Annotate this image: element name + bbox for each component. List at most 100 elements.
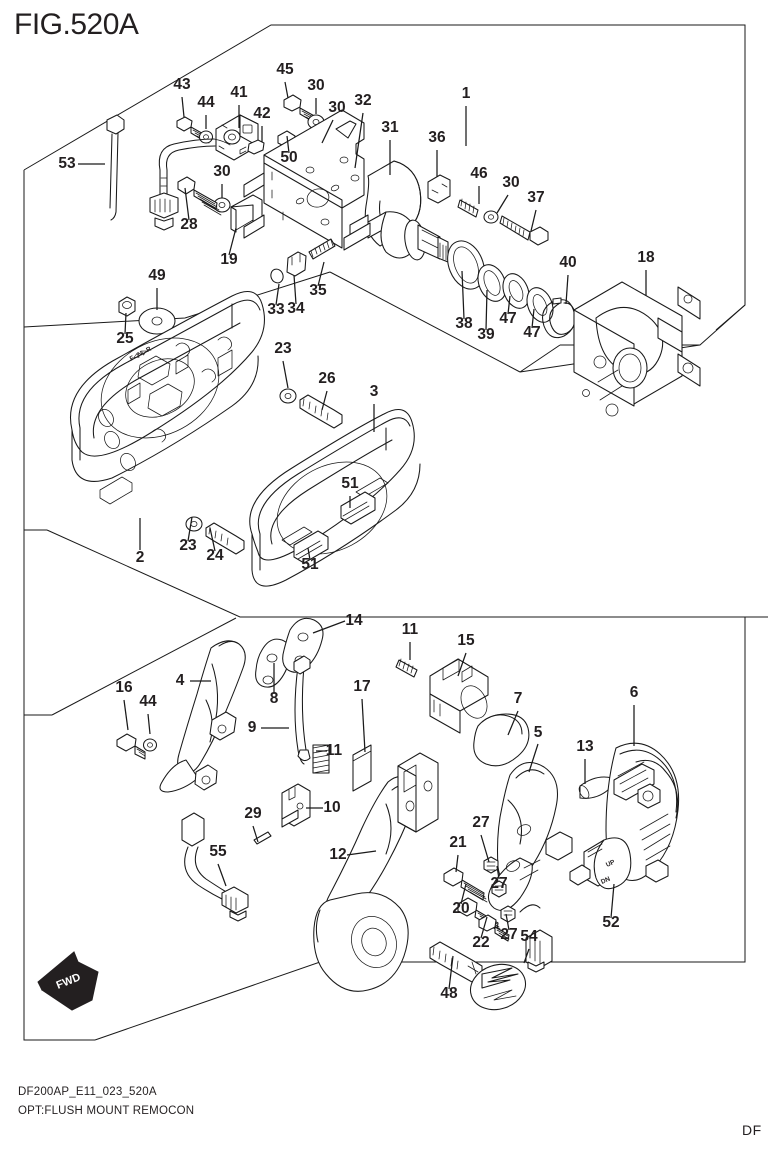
callout-51: 51 <box>341 475 359 508</box>
callout-number: 5 <box>534 724 543 741</box>
callout-leader-55 <box>217 863 227 887</box>
callout-leader-45 <box>284 81 289 99</box>
callout-number: 38 <box>455 315 473 332</box>
callout-14: 14 <box>312 612 363 634</box>
callout-number: 33 <box>267 301 285 318</box>
footer-code: DF200AP_E11_023_520A <box>18 1086 157 1098</box>
callout-49: 49 <box>148 267 166 310</box>
callout-number: 6 <box>630 684 639 701</box>
callout-21: 21 <box>449 834 467 873</box>
callout-number: 30 <box>502 174 519 191</box>
callout-42: 42 <box>253 105 271 142</box>
callout-leader-7 <box>507 710 519 736</box>
part-28-bolt <box>177 176 222 216</box>
callout-30d: 30 <box>496 174 520 214</box>
part-48-screw <box>429 941 483 983</box>
page-title: FIG.520A <box>14 8 139 41</box>
callout-18: 18 <box>637 249 655 296</box>
callout-number: 14 <box>345 612 363 629</box>
callout-12: 12 <box>329 846 377 863</box>
callout-number: 31 <box>381 119 399 136</box>
callout-number: 28 <box>180 216 198 233</box>
callout-44: 44 <box>197 94 215 129</box>
callout-number: 27 <box>472 814 489 831</box>
callout-number: 25 <box>116 330 134 347</box>
part-15-grip-housing <box>429 658 489 734</box>
part-11-spring-b <box>395 658 418 678</box>
callout-leader-26 <box>321 390 328 411</box>
callout-number: 23 <box>274 340 292 357</box>
callout-number: 3 <box>370 383 379 400</box>
callout-number: 27 <box>500 926 517 943</box>
part-10-bracket <box>281 783 311 828</box>
callout-47b: 47 <box>523 308 541 341</box>
callout-number: 48 <box>440 985 458 1002</box>
callout-leader-52 <box>610 883 615 919</box>
callout-25: 25 <box>116 312 134 347</box>
part-12-handle-body <box>313 752 439 992</box>
callout-number: 16 <box>115 679 133 696</box>
callout-number: 32 <box>354 92 371 109</box>
callout-27b: 27 <box>490 865 508 892</box>
footer-description: OPT:FLUSH MOUNT REMOCON <box>18 1105 195 1117</box>
part-16-bolt <box>116 733 146 760</box>
callout-24: 24 <box>206 527 224 564</box>
callout-leader-24 <box>209 527 216 552</box>
callout-number: 36 <box>428 129 446 146</box>
part-8-cam-plate <box>255 638 291 688</box>
callout-number: 29 <box>244 805 262 822</box>
part-35-spring <box>308 238 336 260</box>
callout-34: 34 <box>287 274 305 317</box>
callout-15: 15 <box>457 632 475 677</box>
trim-up-label: UP <box>605 858 617 868</box>
callout-2: 2 <box>136 518 144 566</box>
callout-47: 47 <box>499 295 517 327</box>
callout-number: 51 <box>301 556 319 573</box>
callout-41: 41 <box>230 84 248 128</box>
section-2-housings: F◁N▷R <box>70 290 421 587</box>
callout-leader-28 <box>184 187 190 221</box>
callout-number: 4 <box>176 672 185 689</box>
callout-20: 20 <box>452 883 470 917</box>
part-25-nut <box>118 296 136 317</box>
callout-number: 30 <box>307 77 324 94</box>
callout-5: 5 <box>528 724 543 773</box>
callout-number: 35 <box>309 282 327 299</box>
callout-3: 3 <box>370 383 379 432</box>
callout-32: 32 <box>354 92 372 169</box>
callout-number: 45 <box>276 61 294 78</box>
callout-52: 52 <box>602 883 620 931</box>
callout-number: 10 <box>323 799 340 816</box>
callout-leader-5 <box>528 743 539 773</box>
callout-number: 9 <box>248 719 257 736</box>
callout-46: 46 <box>470 165 488 204</box>
callout-leader-38 <box>461 270 465 320</box>
callout-51b: 51 <box>301 547 319 573</box>
callout-number: 13 <box>576 738 594 755</box>
callout-53: 53 <box>58 155 105 172</box>
part-31-shift-drum <box>343 160 449 263</box>
callout-number: 47 <box>499 310 516 327</box>
callout-36: 36 <box>428 129 446 177</box>
callout-leader-20 <box>460 883 467 905</box>
callout-30c: 30 <box>213 163 231 198</box>
callout-31: 31 <box>381 119 399 175</box>
part-38-oil-seal <box>447 240 485 290</box>
callout-number: 30 <box>328 99 345 116</box>
callout-16: 16 <box>115 679 133 731</box>
callout-number: 54 <box>520 928 538 945</box>
callout-leader-15 <box>457 652 467 677</box>
part-9-link-rod <box>293 655 311 765</box>
callout-number: 23 <box>179 537 197 554</box>
edge-code: DF <box>742 1122 762 1138</box>
part-22-screw <box>478 914 510 942</box>
callout-number: 55 <box>209 843 227 860</box>
callout-13: 13 <box>576 738 594 784</box>
part-45-screw <box>283 94 322 128</box>
callout-27c: 27 <box>500 913 518 943</box>
callout-8: 8 <box>270 663 279 707</box>
part-23-washer-b <box>185 516 203 532</box>
callout-number: 21 <box>449 834 467 851</box>
callout-6: 6 <box>630 684 639 746</box>
part-49-washer <box>138 307 176 335</box>
